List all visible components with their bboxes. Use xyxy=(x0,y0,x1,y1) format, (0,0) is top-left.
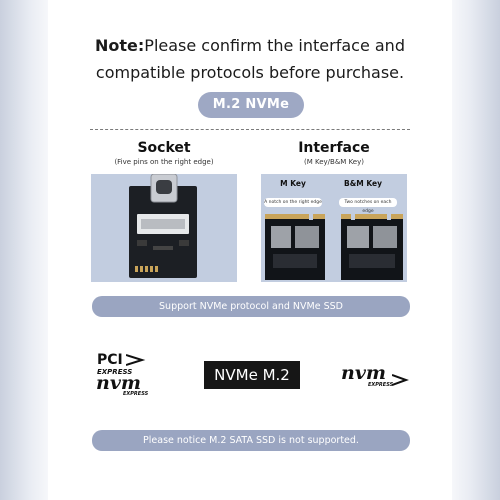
nvm-express-text: EXPRESS xyxy=(368,382,394,388)
pci-arrow-icon xyxy=(126,354,146,366)
note-text: Note:Please confirm the interface and co… xyxy=(48,32,452,86)
pci-nvm-express-text: EXPRESS xyxy=(123,391,149,397)
bm-key-label: B&M Key xyxy=(344,179,382,188)
interface-subtitle: (M Key/B&M Key) xyxy=(304,158,364,166)
nvme-m2-logo: NVMe M.2 xyxy=(204,361,300,389)
pci-logo-text: PCI xyxy=(97,352,123,368)
socket-subtitle: (Five pins on the right edge) xyxy=(114,158,214,166)
ssd-cards-image xyxy=(265,212,403,280)
pci-nvm-text: nvm xyxy=(96,372,141,394)
dashed-divider xyxy=(90,129,410,130)
section-title: M.2 NVMe xyxy=(198,92,304,118)
bm-key-note: Two notches on each edge xyxy=(339,198,397,214)
note-label: Note: xyxy=(95,36,145,55)
note-line-2: compatible protocols before purchase. xyxy=(95,63,405,82)
socket-title: Socket xyxy=(137,140,191,156)
m-key-label: M Key xyxy=(280,179,306,188)
support-banner: Support NVMe protocol and NVMe SSD xyxy=(92,296,410,317)
socket-board-image xyxy=(129,173,197,278)
pci-express-text: EXPRESS xyxy=(97,368,133,376)
nvm-arrow-icon xyxy=(392,374,409,386)
m-key-note: A notch on the right edge xyxy=(264,198,322,207)
nvm-logo-text: nvm xyxy=(341,362,386,384)
note-line-1: Please confirm the interface and xyxy=(144,36,405,55)
interface-panel: M Key B&M Key A notch on the right edge … xyxy=(261,174,407,282)
socket-panel xyxy=(91,173,237,282)
interface-title: Interface xyxy=(298,140,370,156)
notice-banner: Please notice M.2 SATA SSD is not suppor… xyxy=(92,430,410,451)
